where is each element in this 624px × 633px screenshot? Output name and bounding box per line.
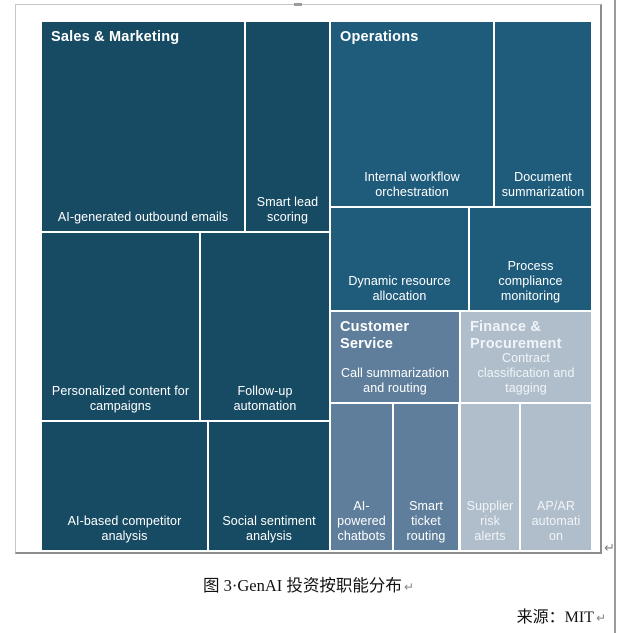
treemap-cell-ai-based-competitor-analysis: AI-based competitor analysis: [42, 422, 207, 550]
cell-label: Contract classification and tagging: [477, 351, 575, 395]
figure-source-line: 来源：MIT↵: [517, 603, 606, 627]
treemap-cell-personalized-content-for-campaigns: Personalized content for campaigns: [42, 233, 199, 420]
cell-label: Smart ticket routing: [406, 499, 446, 543]
cell-label: AI- powered chatbots: [337, 499, 386, 543]
treemap-cell-supplier-risk-alerts: Supplier risk alerts: [461, 404, 519, 550]
section-header: Finance & Procurement: [470, 319, 562, 353]
figure-caption-line: 图 3·GenAI 投资按职能分布↵: [15, 572, 602, 596]
frame-top-handle: [294, 3, 302, 6]
cell-label: Document summarization: [501, 170, 585, 199]
cell-label: Supplier risk alerts: [466, 499, 514, 543]
treemap-cell-social-sentiment-analysis: Social sentiment analysis: [209, 422, 329, 550]
return-mark-icon: ↵: [595, 611, 606, 625]
return-mark-icon: ↵: [403, 580, 414, 594]
treemap-cell-document-summarization: Document summarization: [495, 22, 591, 206]
cell-label: Internal workflow orchestration: [364, 170, 460, 199]
return-mark-icon: ↵: [604, 541, 615, 556]
section-header: Operations: [340, 29, 419, 45]
cell-label: Smart lead scoring: [256, 195, 319, 224]
figure-source: 来源：MIT: [516, 609, 594, 626]
treemap-cell-ai-powered-chatbots: AI- powered chatbots: [331, 404, 392, 550]
cell-label: Process compliance monitoring: [498, 259, 563, 303]
cell-label: Social sentiment analysis: [222, 514, 316, 543]
window-edge-line: [614, 0, 616, 633]
treemap-cell-smart-lead-scoring: Smart lead scoring: [246, 22, 329, 231]
treemap-cell-process-compliance-monitoring: Process compliance monitoring: [470, 208, 591, 310]
treemap-cell-dynamic-resource-allocation: Dynamic resource allocation: [331, 208, 468, 310]
treemap-cell-follow-up-automation: Follow-up automation: [201, 233, 329, 420]
cell-label: Follow-up automation: [233, 384, 297, 413]
cell-label: Personalized content for campaigns: [51, 384, 190, 413]
figure-caption: 图 3·GenAI 投资按职能分布: [203, 576, 402, 595]
cell-label: Dynamic resource allocation: [348, 274, 451, 303]
section-header: Customer Service: [340, 319, 410, 353]
treemap-cell-smart-ticket-routing: Smart ticket routing: [394, 404, 458, 550]
cell-label: AI-based competitor analysis: [67, 514, 182, 543]
section-header: Sales & Marketing: [51, 29, 180, 45]
cell-label: AI-generated outbound emails: [57, 210, 229, 224]
treemap-cell-ap-ar-automation: AP/AR automati on: [521, 404, 591, 550]
cell-label: Call summarization and routing: [340, 366, 450, 395]
cell-label: AP/AR automati on: [531, 499, 581, 543]
